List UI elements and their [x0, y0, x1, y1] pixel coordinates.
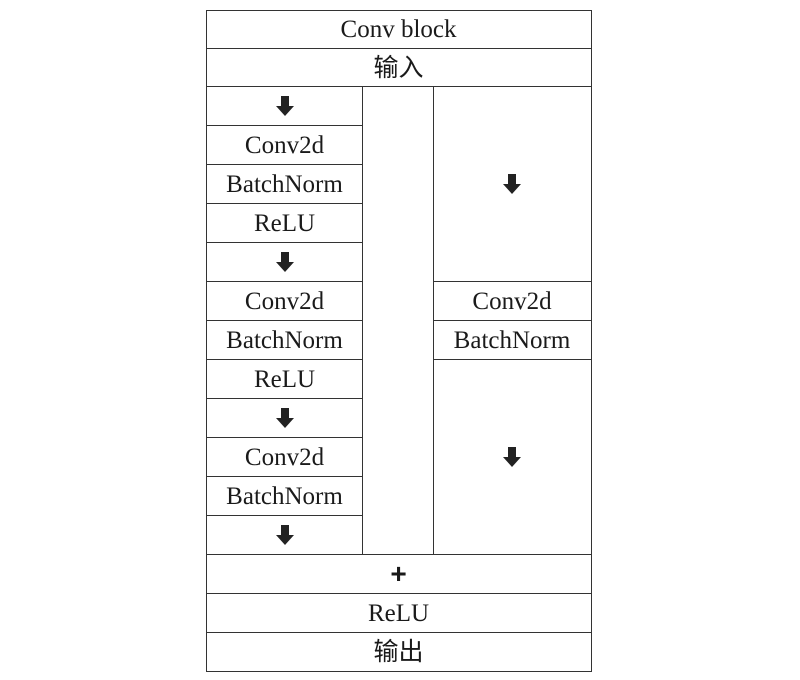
- conv-block-diagram: Conv block 输入 Conv2d BatchNorm ReLU Conv…: [205, 9, 592, 672]
- right-arrow-1-cell: [432, 86, 592, 282]
- left-conv2d-3-label: Conv2d: [244, 443, 325, 471]
- left-relu-1-label: ReLU: [253, 209, 316, 237]
- left-batchnorm-3-label: BatchNorm: [226, 482, 343, 510]
- right-batchnorm-label: BatchNorm: [453, 326, 571, 354]
- middle-empty-column: [362, 86, 434, 555]
- right-arrow-2-cell: [432, 359, 592, 555]
- left-arrow-3-cell: [205, 398, 364, 438]
- plus-icon: +: [390, 558, 407, 589]
- left-arrow-4-cell: [205, 515, 364, 555]
- output-cell: 输出: [205, 632, 592, 672]
- down-arrow-icon: [275, 96, 294, 116]
- final-relu-label: ReLU: [367, 599, 430, 627]
- left-conv2d-3: Conv2d: [205, 437, 364, 477]
- left-conv2d-1: Conv2d: [205, 125, 364, 165]
- left-conv2d-1-label: Conv2d: [244, 131, 325, 159]
- merge-cell: +: [205, 554, 592, 594]
- left-conv2d-2: Conv2d: [205, 281, 364, 321]
- left-arrow-2-cell: [205, 242, 364, 282]
- down-arrow-icon: [503, 447, 521, 467]
- left-conv2d-2-label: Conv2d: [244, 287, 325, 315]
- left-batchnorm-1-label: BatchNorm: [226, 170, 343, 198]
- right-conv2d-label: Conv2d: [472, 287, 552, 315]
- down-arrow-icon: [275, 252, 294, 272]
- left-batchnorm-2-label: BatchNorm: [226, 326, 343, 354]
- left-batchnorm-1: BatchNorm: [205, 164, 364, 204]
- left-relu-2: ReLU: [205, 359, 364, 399]
- title-cell: Conv block: [205, 9, 592, 50]
- input-label: 输入: [373, 54, 424, 82]
- down-arrow-icon: [503, 174, 521, 194]
- left-relu-1: ReLU: [205, 203, 364, 243]
- left-relu-2-label: ReLU: [253, 365, 316, 393]
- left-batchnorm-2: BatchNorm: [205, 320, 364, 360]
- title-label: Conv block: [340, 16, 457, 43]
- down-arrow-icon: [275, 525, 294, 545]
- right-batchnorm: BatchNorm: [432, 320, 592, 360]
- left-batchnorm-3: BatchNorm: [205, 476, 364, 516]
- left-arrow-1-cell: [205, 86, 364, 126]
- input-cell: 输入: [205, 48, 592, 88]
- output-label: 输出: [373, 638, 424, 666]
- right-conv2d: Conv2d: [432, 281, 592, 321]
- down-arrow-icon: [275, 408, 294, 428]
- final-relu-cell: ReLU: [205, 593, 592, 633]
